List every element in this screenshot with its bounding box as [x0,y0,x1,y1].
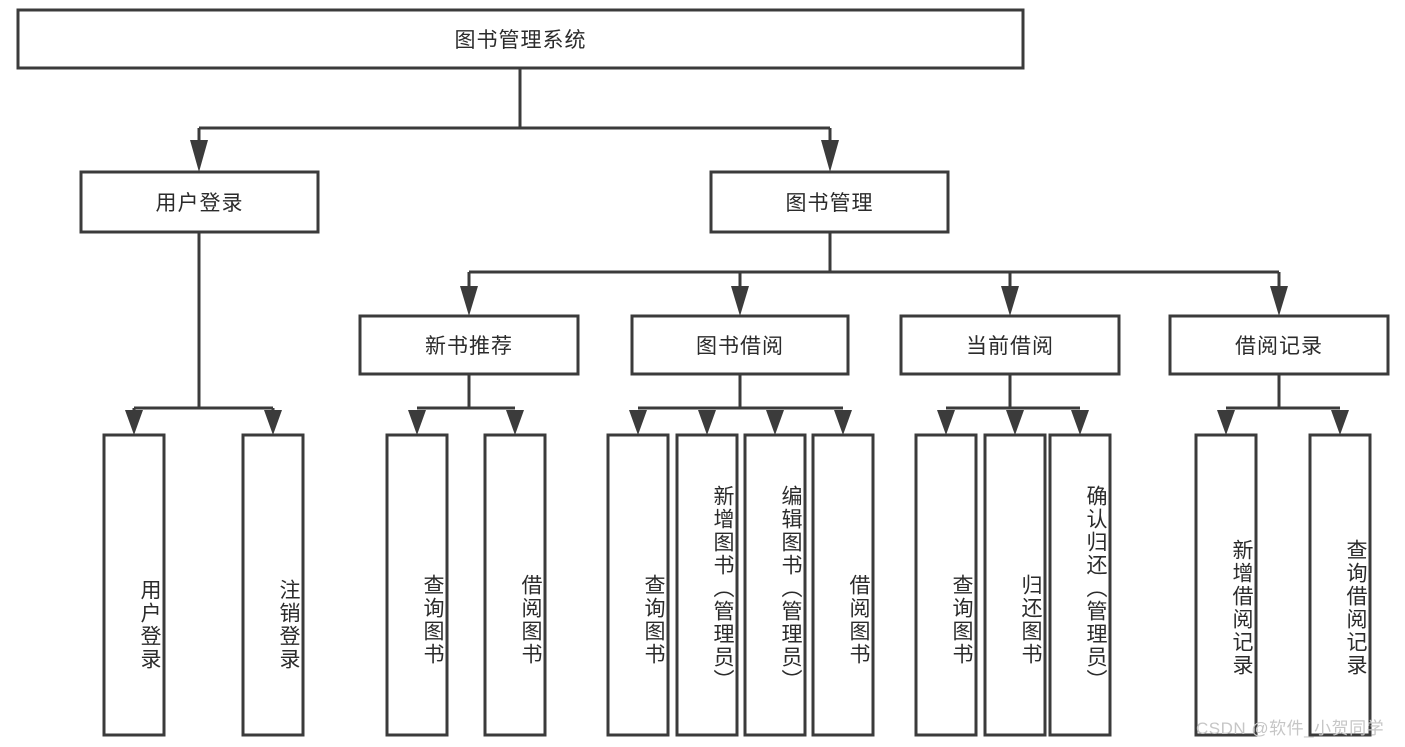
node-box-leaf-borrow-book-2[interactable] [811,433,875,737]
arrow-head-leaf-confirm-return [1071,410,1089,435]
node-box-leaf-confirm-return[interactable] [1048,433,1112,737]
node-box-current-borrow[interactable] [899,314,1121,376]
node-box-leaf-query-record[interactable] [1308,433,1372,737]
node-box-user-login[interactable] [79,170,320,234]
arrow-head-leaf-user-login [125,410,143,435]
node-box-leaf-borrow-book-1[interactable] [483,433,547,737]
csdn-watermark: CSDN @软件_小贺同学 [1196,719,1385,738]
arrow-head-current-borrow [1001,286,1019,316]
node-box-leaf-user-logout[interactable] [241,433,305,737]
arrow-head-leaf-add-book [698,410,716,435]
node-box-leaf-user-login[interactable] [102,433,166,737]
arrow-head-leaf-query-book-1 [408,410,426,435]
node-box-book-borrow[interactable] [630,314,850,376]
arrow-head-leaf-user-logout [264,410,282,435]
arrow-head-book-borrow [731,286,749,316]
arrow-head-book-management [821,140,839,172]
node-box-borrow-record[interactable] [1168,314,1390,376]
node-box-leaf-query-book-1[interactable] [385,433,449,737]
arrow-head-leaf-borrow-book-1 [506,410,524,435]
arrow-head-leaf-add-record [1217,410,1235,435]
arrow-head-leaf-return-book [1006,410,1024,435]
node-box-leaf-query-book-3[interactable] [914,433,978,737]
node-box-leaf-query-book-2[interactable] [606,433,670,737]
node-box-leaf-return-book[interactable] [983,433,1047,737]
node-box-leaf-add-book[interactable] [675,433,739,737]
arrow-head-leaf-edit-book [766,410,784,435]
arrow-head-leaf-borrow-book-2 [834,410,852,435]
node-box-new-book-recommend[interactable] [358,314,580,376]
node-box-root[interactable] [16,8,1025,70]
node-box-leaf-add-record[interactable] [1194,433,1258,737]
node-box-book-management[interactable] [709,170,950,234]
arrow-head-user-login [190,140,208,172]
node-box-leaf-edit-book[interactable] [743,433,807,737]
arrow-head-leaf-query-book-2 [629,410,647,435]
arrow-head-borrow-record [1270,286,1288,316]
arrow-head-new-book-recommend [460,286,478,316]
arrow-head-leaf-query-book-3 [937,410,955,435]
arrow-head-leaf-query-record [1331,410,1349,435]
